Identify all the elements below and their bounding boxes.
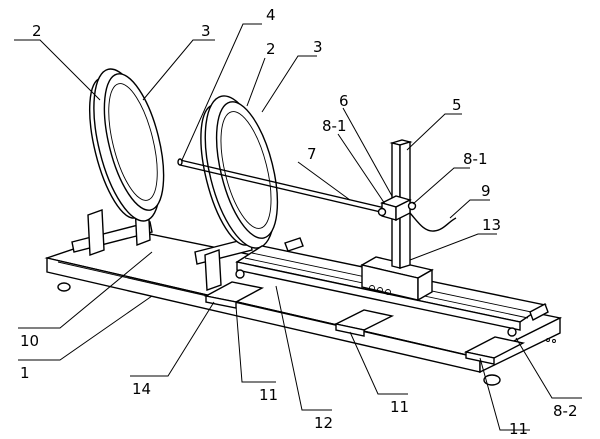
label-13: 13	[482, 216, 501, 234]
label-9: 9	[481, 182, 491, 200]
label-14: 14	[132, 380, 151, 398]
label-11-left: 11	[259, 386, 278, 404]
label-1: 1	[20, 364, 30, 382]
label-8-2: 8-2	[553, 402, 578, 420]
label-5: 5	[452, 96, 462, 114]
label-12: 12	[314, 414, 333, 432]
label-4: 4	[266, 6, 276, 24]
label-8-1-right: 8-1	[463, 150, 488, 168]
label-3-right: 3	[313, 38, 323, 56]
clamp-block	[377, 195, 417, 222]
base-platform	[44, 229, 563, 386]
leader-lines	[14, 23, 582, 431]
part-labels: 2 3 4 2 3 6 5 8-1 7 8-1 9 13 10 1 14 11 …	[20, 6, 578, 438]
label-3-left: 3	[201, 22, 211, 40]
label-8-1-top: 8-1	[322, 117, 347, 135]
cable	[409, 212, 457, 232]
probe-rod	[177, 158, 386, 214]
label-7: 7	[307, 145, 317, 163]
label-2-left: 2	[32, 22, 42, 40]
label-11-mid: 11	[390, 398, 409, 416]
label-10: 10	[20, 332, 39, 350]
label-11-right: 11	[509, 420, 528, 438]
label-2-right: 2	[266, 40, 276, 58]
left-coil-rings	[88, 68, 165, 222]
label-6: 6	[339, 92, 349, 110]
right-stand	[194, 237, 253, 291]
right-coil-rings	[200, 95, 279, 249]
